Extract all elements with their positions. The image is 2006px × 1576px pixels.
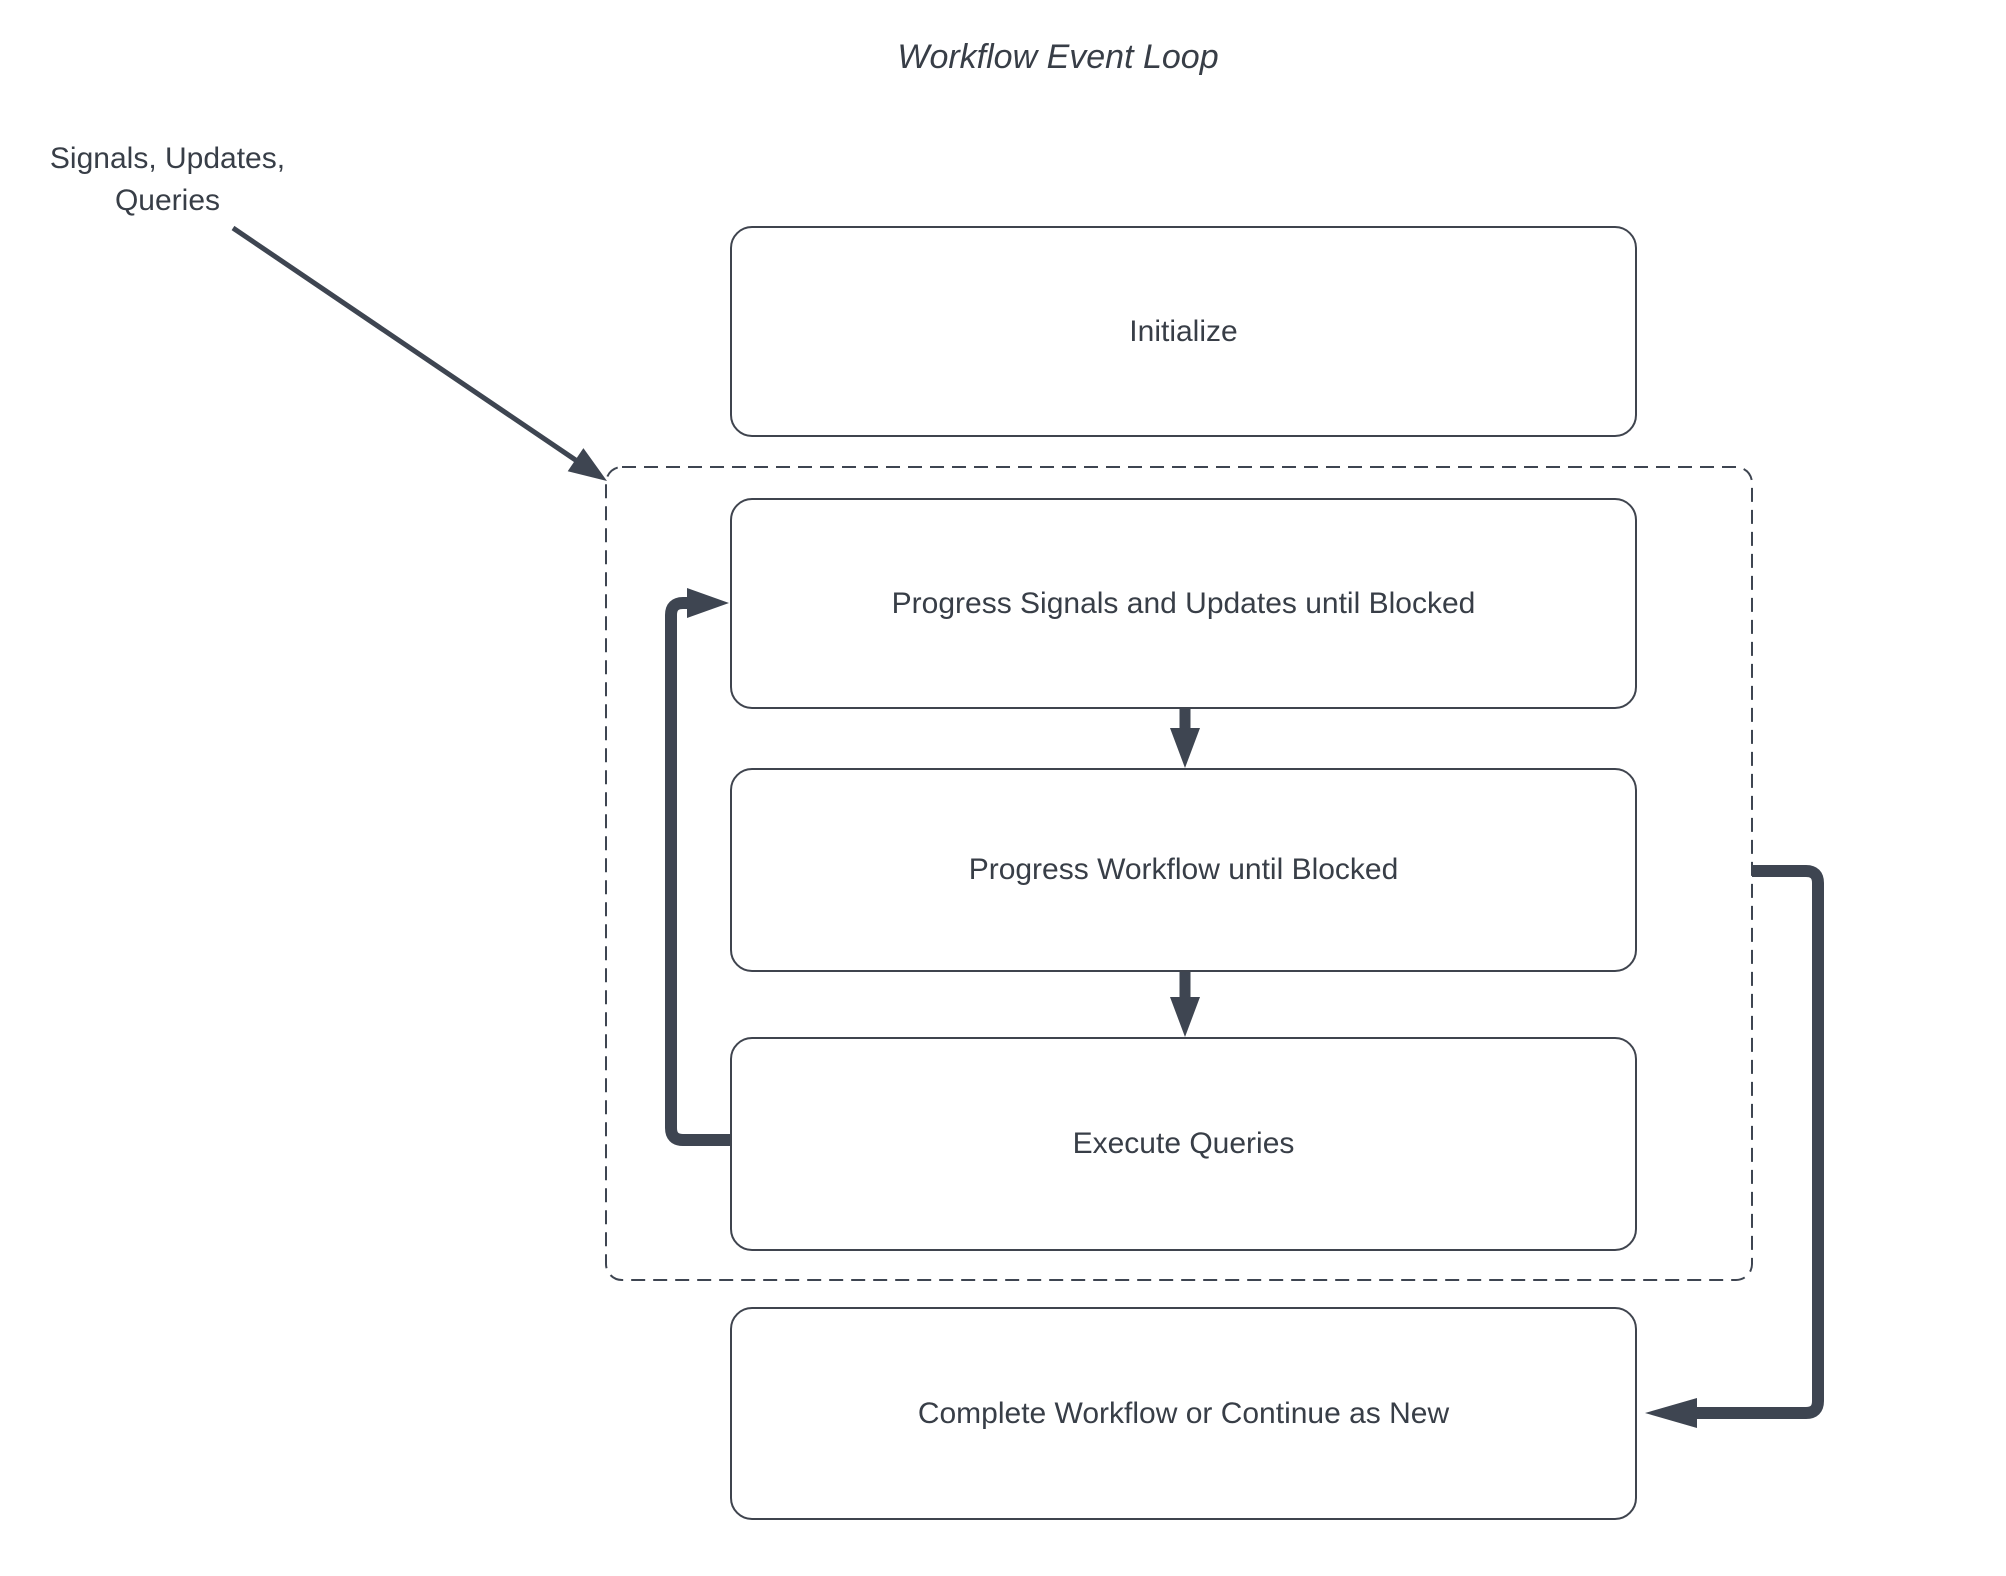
node-initialize[interactable]: Initialize (730, 226, 1637, 437)
page-title: Workflow Event Loop (897, 38, 1219, 76)
node-progress-signals[interactable]: Progress Signals and Updates until Block… (730, 498, 1637, 709)
node-complete-workflow-label: Complete Workflow or Continue as New (917, 1396, 1450, 1430)
arrow-signals-to-loop (231, 225, 607, 481)
node-progress-workflow-label: Progress Workflow until Blocked (968, 853, 1399, 886)
signals-label-line1: Signals, Updates, (49, 142, 286, 175)
arrow-progress-signals-to-progress-workflow (1170, 708, 1200, 768)
node-execute-queries[interactable]: Execute Queries (730, 1037, 1637, 1251)
signals-label-line2: Queries (114, 184, 221, 217)
arrow-loop-to-complete (1645, 865, 1824, 1428)
arrow-progress-workflow-to-execute-queries (1170, 970, 1200, 1037)
node-progress-workflow[interactable]: Progress Workflow until Blocked (730, 768, 1637, 972)
node-initialize-label: Initialize (1129, 314, 1238, 348)
node-execute-queries-label: Execute Queries (1072, 1127, 1295, 1160)
arrow-execute-queries-to-progress-signals (665, 588, 730, 1146)
node-complete-workflow[interactable]: Complete Workflow or Continue as New (730, 1307, 1637, 1520)
node-progress-signals-label: Progress Signals and Updates until Block… (891, 586, 1476, 620)
signals-updates-queries-label: Signals, Updates, Queries (25, 138, 310, 222)
